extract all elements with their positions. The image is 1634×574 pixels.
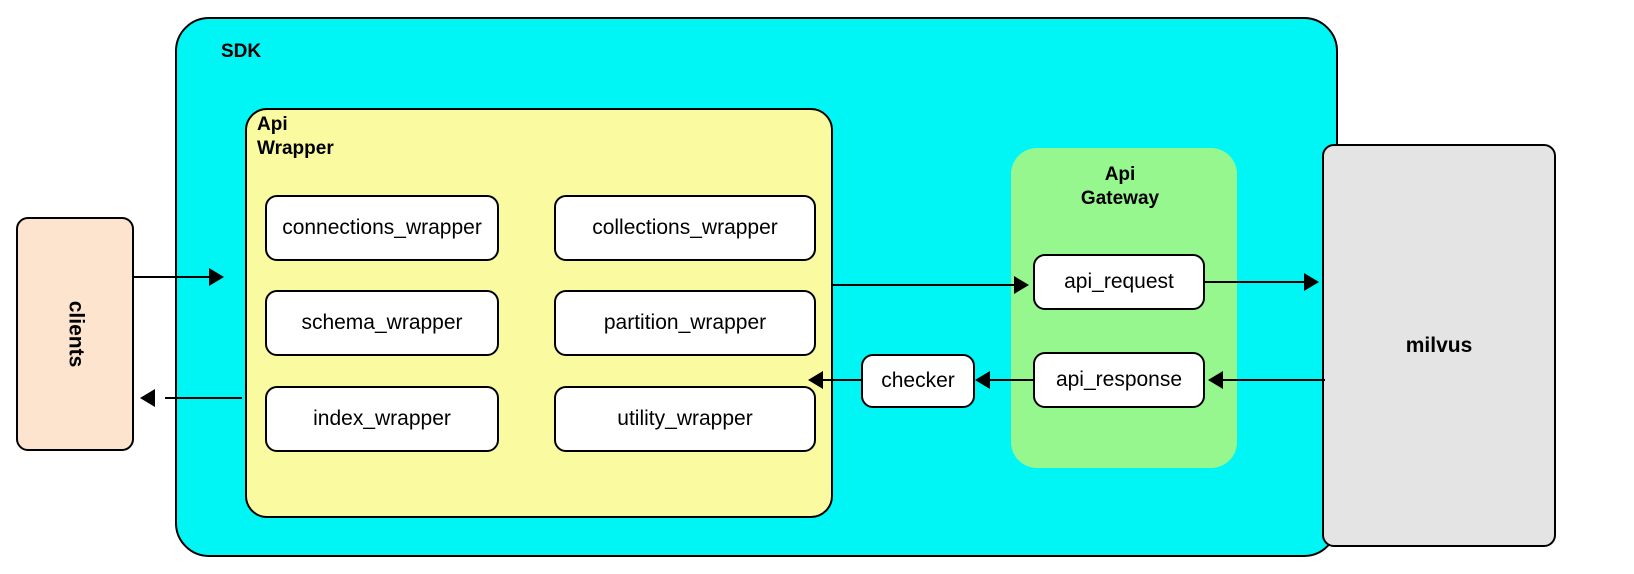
node-api-request[interactable]: api_request: [1033, 254, 1205, 310]
edge-wrapper-to-gateway-line: [833, 284, 1025, 286]
node-collections-wrapper[interactable]: collections_wrapper: [554, 195, 816, 261]
edge-checker-to-wrapper-arrow: [808, 371, 823, 389]
node-index-wrapper[interactable]: index_wrapper: [265, 386, 499, 452]
edge-wrapper-to-gateway-arrow: [1014, 276, 1029, 294]
node-connections-wrapper[interactable]: connections_wrapper: [265, 195, 499, 261]
edge-checker-to-wrapper-line: [822, 379, 862, 381]
sdk-label: SDK: [221, 41, 262, 62]
api-gateway-label: Api Gateway: [1080, 164, 1160, 209]
edge-response-to-checker-arrow: [975, 371, 990, 389]
edge-clients-to-wrapper-arrow: [209, 268, 224, 286]
edge-response-to-checker-line: [988, 379, 1033, 381]
node-utility-wrapper[interactable]: utility_wrapper: [554, 386, 816, 452]
node-api-response[interactable]: api_response: [1033, 352, 1205, 408]
edge-milvus-to-response-line: [1222, 379, 1325, 381]
edge-milvus-to-response-arrow: [1208, 371, 1223, 389]
edge-wrapper-to-clients-arrow: [140, 389, 155, 407]
edge-wrapper-to-clients-line: [165, 397, 242, 399]
node-milvus[interactable]: milvus: [1322, 144, 1556, 547]
edge-request-to-milvus-arrow: [1304, 273, 1319, 291]
edge-request-to-milvus-line: [1205, 281, 1314, 283]
node-clients[interactable]: clients: [16, 217, 134, 451]
node-checker[interactable]: checker: [861, 354, 975, 408]
edge-clients-to-wrapper-line: [134, 276, 220, 278]
node-schema-wrapper[interactable]: schema_wrapper: [265, 290, 499, 356]
node-partition-wrapper[interactable]: partition_wrapper: [554, 290, 816, 356]
clients-label: clients: [64, 300, 87, 368]
api-wrapper-label: Api Wrapper: [257, 114, 334, 159]
